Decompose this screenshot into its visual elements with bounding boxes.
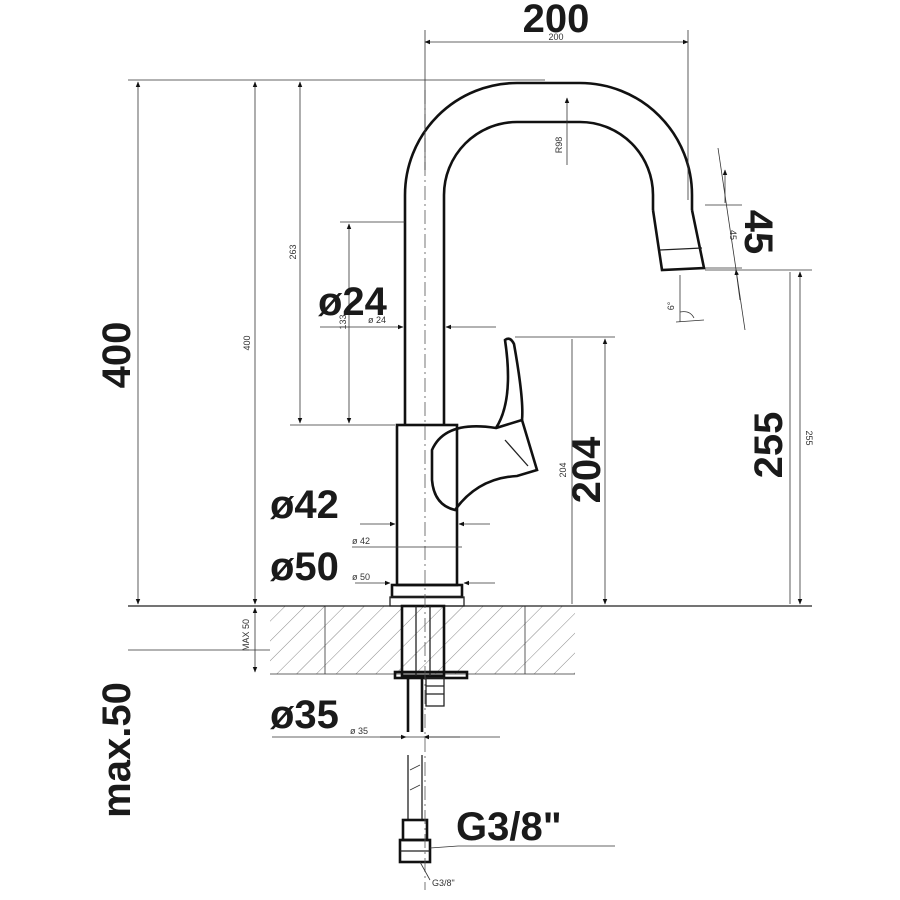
spout-diameter-small-label: ø 24: [368, 315, 386, 325]
thread-small-label: G3/8": [432, 878, 455, 888]
spout-diameter-label: ø24: [318, 280, 388, 324]
dim-spout-segment: [340, 221, 405, 424]
spout-height-label: 263: [288, 244, 298, 259]
radius-label: R98: [554, 137, 564, 154]
tilt-angle-label: 6°: [666, 301, 676, 310]
total-height-label: 400: [95, 322, 139, 389]
thread-label: G3/8": [456, 805, 562, 849]
faucet-body: [389, 81, 706, 607]
max-thickness-small-label: MAX 50: [241, 619, 251, 651]
total-height-small-label: 400: [242, 335, 252, 350]
base-diameter-small-label: ø 50: [352, 572, 370, 582]
body-diameter-label: ø42: [270, 483, 339, 527]
dim-thread: [419, 845, 615, 881]
dim-tilt-angle: [675, 275, 705, 323]
lever-height-label: 204: [565, 436, 609, 503]
lever-height-small-label: 204: [558, 462, 568, 477]
max-thickness-label: max.50: [95, 682, 139, 818]
countertop: [128, 605, 812, 675]
dim-lever-height: [515, 336, 615, 605]
shank-diameter-small-label: ø 35: [350, 726, 368, 736]
outlet-height-small-label: 255: [804, 430, 814, 445]
reach-small-label: 200: [548, 32, 563, 42]
dim-body-diameter: [352, 521, 490, 548]
shank-diameter-label: ø35: [270, 693, 339, 737]
dim-aerator: [705, 147, 746, 331]
outlet-height-label: 255: [747, 412, 791, 479]
aerator-label: 45: [736, 210, 780, 255]
spout-segment-label: 133: [338, 314, 348, 329]
base-diameter-label: ø50: [270, 545, 339, 589]
dim-total-height: [128, 79, 545, 605]
aerator-small-label: 45: [728, 230, 738, 240]
dim-outlet-height: [705, 269, 812, 605]
reach-label: 200: [523, 0, 590, 41]
mounting-shank: [393, 604, 469, 864]
dim-spout-height: [290, 81, 395, 426]
dim-reach: [424, 30, 689, 200]
body-diameter-small-label: ø 42: [352, 536, 370, 546]
